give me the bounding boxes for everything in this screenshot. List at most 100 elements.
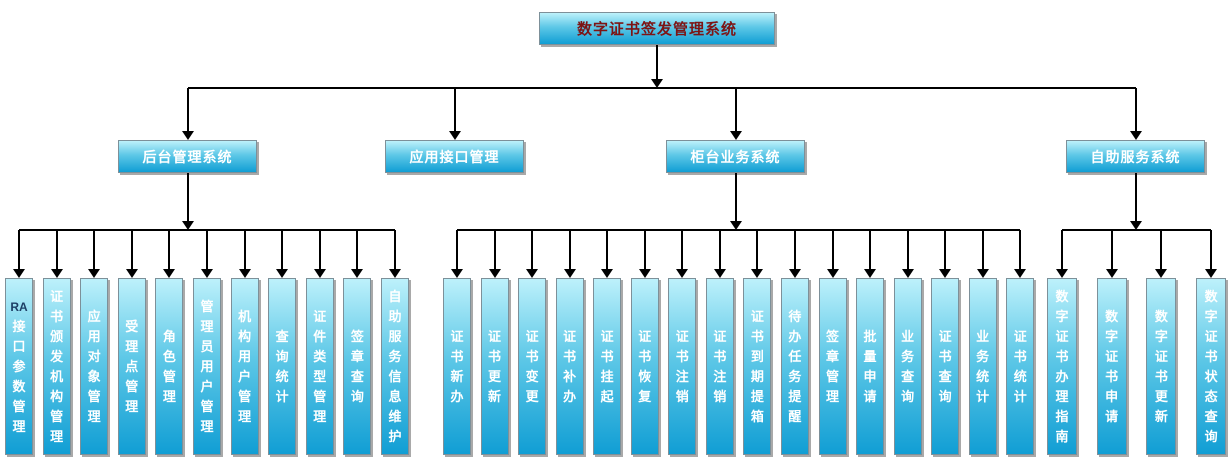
- child-node-label: 签章查询: [350, 328, 364, 404]
- arrow-down-icon: [976, 269, 989, 278]
- connector-rail: [1062, 229, 1212, 231]
- arrow-down-icon: [276, 269, 289, 278]
- child-node-label: 待办任务提醒: [788, 308, 802, 424]
- connector-line: [793, 230, 796, 270]
- connector-line: [55, 230, 58, 270]
- arrow-down-icon: [788, 269, 801, 278]
- child-node-label: 证件类型管理: [313, 308, 327, 424]
- child-node-label: 受理点管理: [125, 318, 139, 414]
- arrow-down-icon: [1129, 131, 1142, 140]
- connector-line: [243, 230, 246, 270]
- child-node: 查询统计: [268, 278, 297, 455]
- arrow-down-icon: [1105, 269, 1118, 278]
- arrow-down-icon: [713, 269, 726, 278]
- arrow-down-icon: [451, 269, 463, 278]
- child-node: 证书更新: [480, 278, 509, 455]
- arrow-down-icon: [88, 269, 101, 278]
- arrow-down-icon: [13, 269, 25, 278]
- child-node-label: 证书查询: [938, 328, 952, 404]
- arrow-down-icon: [638, 269, 651, 278]
- connector-line: [756, 230, 759, 270]
- arrow-down-icon: [901, 269, 914, 278]
- arrow-down-icon: [826, 269, 839, 278]
- child-node: 签章查询: [343, 278, 372, 455]
- child-node: 管理员用户管理: [193, 278, 221, 455]
- connector-line: [1061, 230, 1063, 270]
- arrow-down-icon: [201, 269, 213, 278]
- child-node: 证书查询: [931, 278, 960, 455]
- connector-line: [718, 230, 721, 270]
- arrow-down-icon: [751, 269, 764, 278]
- connector-line: [681, 230, 684, 270]
- child-node: 证书补办: [555, 278, 584, 455]
- connector-line: [531, 230, 534, 270]
- child-node-label: 查询统计: [275, 328, 289, 404]
- root-node: 数字证书签发管理系统: [539, 12, 775, 45]
- child-node: 角色管理: [155, 278, 184, 455]
- connector-rail: [187, 87, 1136, 89]
- arrow-down-icon: [526, 269, 539, 278]
- connector-line: [981, 230, 984, 270]
- child-node-label: 数字证书状态查询: [1204, 288, 1218, 444]
- connector-line: [1019, 230, 1022, 270]
- child-node-label: 证书注销: [713, 328, 727, 404]
- child-node-label: 应用对象管理: [87, 308, 101, 424]
- connector-line: [456, 230, 458, 270]
- arrow-down-icon: [1129, 221, 1142, 230]
- connector-line: [186, 173, 189, 222]
- child-node-label: 证书更新: [488, 328, 502, 404]
- connector-line: [1134, 88, 1137, 132]
- connector-line: [186, 88, 189, 132]
- branch-node-counter-business: 柜台业务系统: [666, 140, 805, 173]
- arrow-down-icon: [729, 131, 742, 140]
- child-node: 机构用户管理: [230, 278, 259, 455]
- child-node: 证书恢复: [630, 278, 659, 455]
- child-node-label: 证书注销: [675, 328, 689, 404]
- arrow-down-icon: [181, 131, 194, 140]
- arrow-down-icon: [448, 131, 461, 140]
- connector-rail: [457, 229, 1021, 231]
- arrow-down-icon: [351, 269, 364, 278]
- arrow-down-icon: [1205, 269, 1218, 278]
- child-node-label: 证书颁发机构管理: [50, 288, 64, 444]
- child-node: 批量申请: [856, 278, 885, 455]
- child-node: 受理点管理: [117, 278, 146, 455]
- arrow-down-icon: [238, 269, 251, 278]
- child-node: 数字证书申请: [1096, 278, 1127, 455]
- child-node: 数字证书办理指南: [1047, 278, 1077, 455]
- arrow-down-icon: [488, 269, 501, 278]
- arrow-down-icon: [676, 269, 689, 278]
- child-node: 证书注销: [705, 278, 734, 455]
- arrow-down-icon: [651, 79, 663, 88]
- child-node: 证书统计: [1006, 278, 1035, 455]
- child-node: 证书颁发机构管理: [42, 278, 71, 455]
- arrow-down-icon: [125, 269, 138, 278]
- child-node-label: 证书挂起: [600, 328, 614, 404]
- child-node: 证书新办: [443, 278, 471, 455]
- connector-line: [734, 173, 737, 222]
- connector-line: [1134, 173, 1137, 222]
- child-node-label: 自助服务信息维护: [388, 288, 402, 444]
- connector-line: [206, 230, 208, 270]
- connector-line: [606, 230, 609, 270]
- child-node: 签章管理: [818, 278, 847, 455]
- child-node: 证书挂起: [593, 278, 622, 455]
- connector-line: [831, 230, 834, 270]
- connector-line: [394, 230, 396, 270]
- connector-line: [356, 230, 359, 270]
- child-node-label: 证书到期提箱: [750, 308, 764, 424]
- child-node: 应用对象管理: [80, 278, 109, 455]
- arrow-down-icon: [939, 269, 952, 278]
- child-node-label: 证书变更: [525, 328, 539, 404]
- connector-line: [906, 230, 909, 270]
- child-node-label: 业务统计: [976, 328, 990, 404]
- connector-line: [130, 230, 133, 270]
- arrow-down-icon: [1155, 269, 1168, 278]
- connector-line: [453, 88, 456, 132]
- child-node: 数字证书更新: [1146, 278, 1177, 455]
- child-node: 自助服务信息维护: [381, 278, 409, 455]
- child-node-label: 签章管理: [825, 328, 839, 404]
- child-node-label: 证书统计: [1013, 328, 1027, 404]
